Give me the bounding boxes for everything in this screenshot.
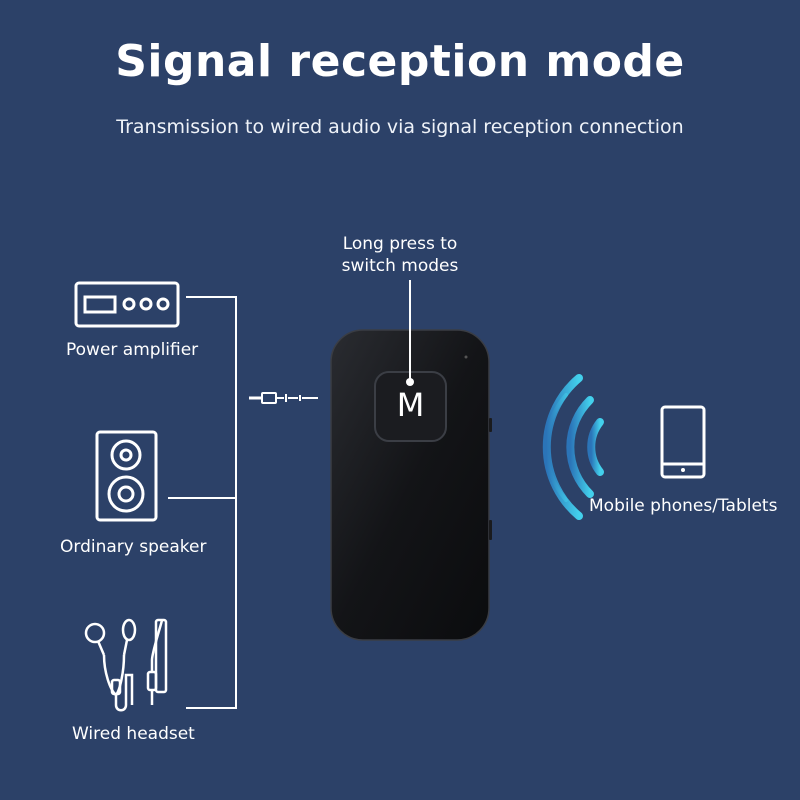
callout-line xyxy=(406,280,414,386)
page-title: Signal reception mode xyxy=(115,36,685,87)
headset-label: Wired headset xyxy=(72,724,195,744)
callout-text: Long press to switch modes xyxy=(330,233,470,277)
callout-line-1: Long press to xyxy=(342,234,458,254)
power-amplifier-label: Power amplifier xyxy=(66,340,199,360)
wired-headset-icon xyxy=(84,618,168,712)
audio-jack-icon xyxy=(249,392,318,404)
signal-waves-icon xyxy=(542,374,604,520)
mobile-label: Mobile phones/Tablets xyxy=(589,496,778,516)
mode-button-letter: M xyxy=(396,386,425,424)
speaker-label: Ordinary speaker xyxy=(60,537,207,557)
page-subtitle: Transmission to wired audio via signal r… xyxy=(116,116,684,138)
power-amplifier-icon xyxy=(74,281,180,328)
connection-lines xyxy=(168,296,237,709)
speaker-icon xyxy=(95,430,158,522)
callout-line-2: switch modes xyxy=(341,256,459,276)
smartphone-icon xyxy=(660,405,706,479)
